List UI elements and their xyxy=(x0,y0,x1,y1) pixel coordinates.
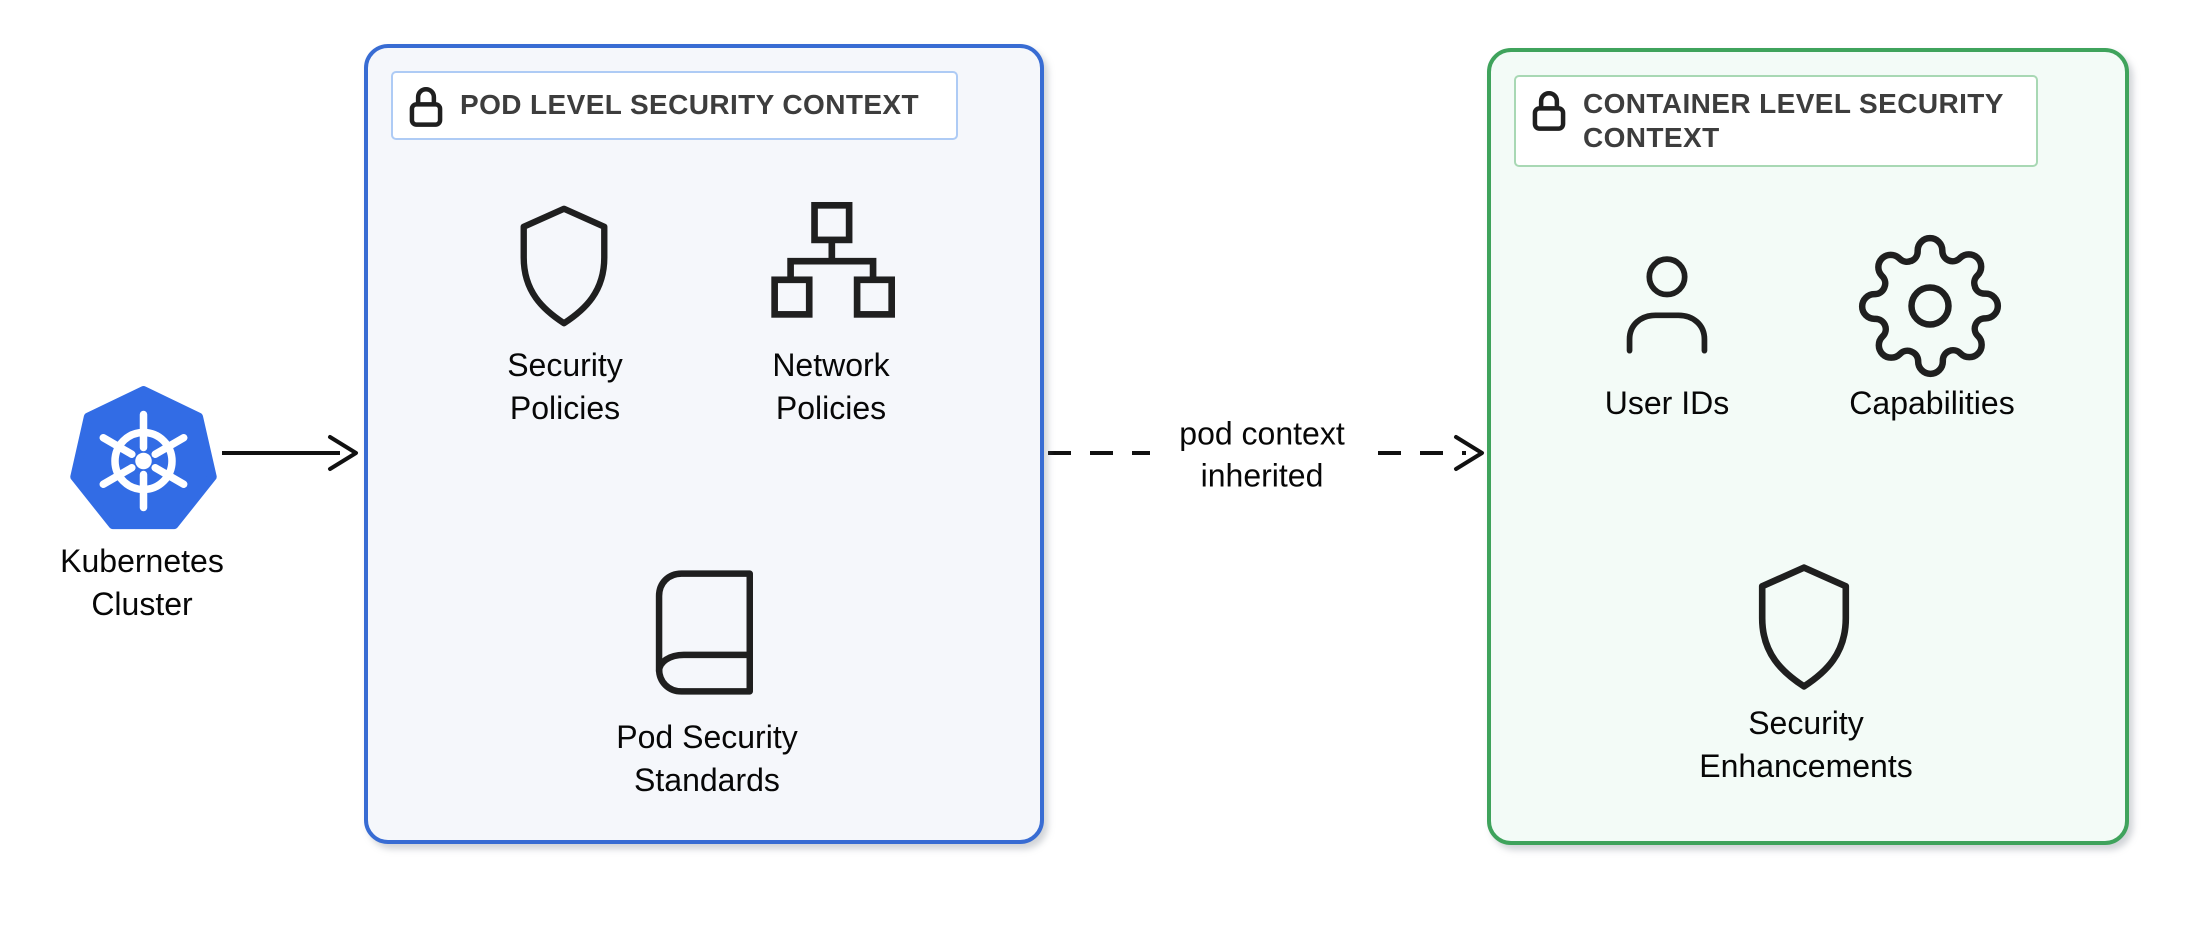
kubernetes-logo xyxy=(70,386,217,530)
shield-icon xyxy=(1758,564,1850,690)
pod-box-title: POD LEVEL SECURITY CONTEXT xyxy=(460,89,919,121)
node-label-capabilities: Capabilities xyxy=(1849,385,2015,421)
container-box-title: CONTAINER LEVEL SECURITY CONTEXT xyxy=(1583,88,2004,154)
edge-label-pod-context-inherited: pod context inherited xyxy=(1169,411,1355,499)
arrow-cluster-to-pod xyxy=(222,435,358,471)
pod-security-context-box: POD LEVEL SECURITY CONTEXT Security Poli… xyxy=(364,44,1044,844)
node-label-security-enhancements: Security Enhancements xyxy=(1699,705,1913,785)
node-label-security-policies: Security Policies xyxy=(507,347,623,427)
arrowhead-icon xyxy=(1454,435,1484,471)
shield-icon xyxy=(520,205,608,327)
user-icon xyxy=(1626,256,1708,354)
cluster-label: Kubernetes Cluster xyxy=(60,543,224,623)
book-icon xyxy=(655,570,753,695)
pod-box-title-chip: POD LEVEL SECURITY CONTEXT xyxy=(391,71,958,140)
node-label-pod-security-standards: Pod Security Standards xyxy=(616,719,798,799)
lock-icon xyxy=(409,87,443,127)
arrowhead-icon xyxy=(328,435,358,471)
node-label-user-ids: User IDs xyxy=(1604,385,1730,421)
container-box-title-chip: CONTAINER LEVEL SECURITY CONTEXT xyxy=(1514,75,2038,168)
lock-icon xyxy=(1532,91,1566,131)
container-security-context-box: CONTAINER LEVEL SECURITY CONTEXT User ID… xyxy=(1487,48,2129,845)
gear-icon xyxy=(1858,234,2002,378)
node-label-network-policies: Network Policies xyxy=(772,347,890,427)
network-icon xyxy=(771,201,896,318)
